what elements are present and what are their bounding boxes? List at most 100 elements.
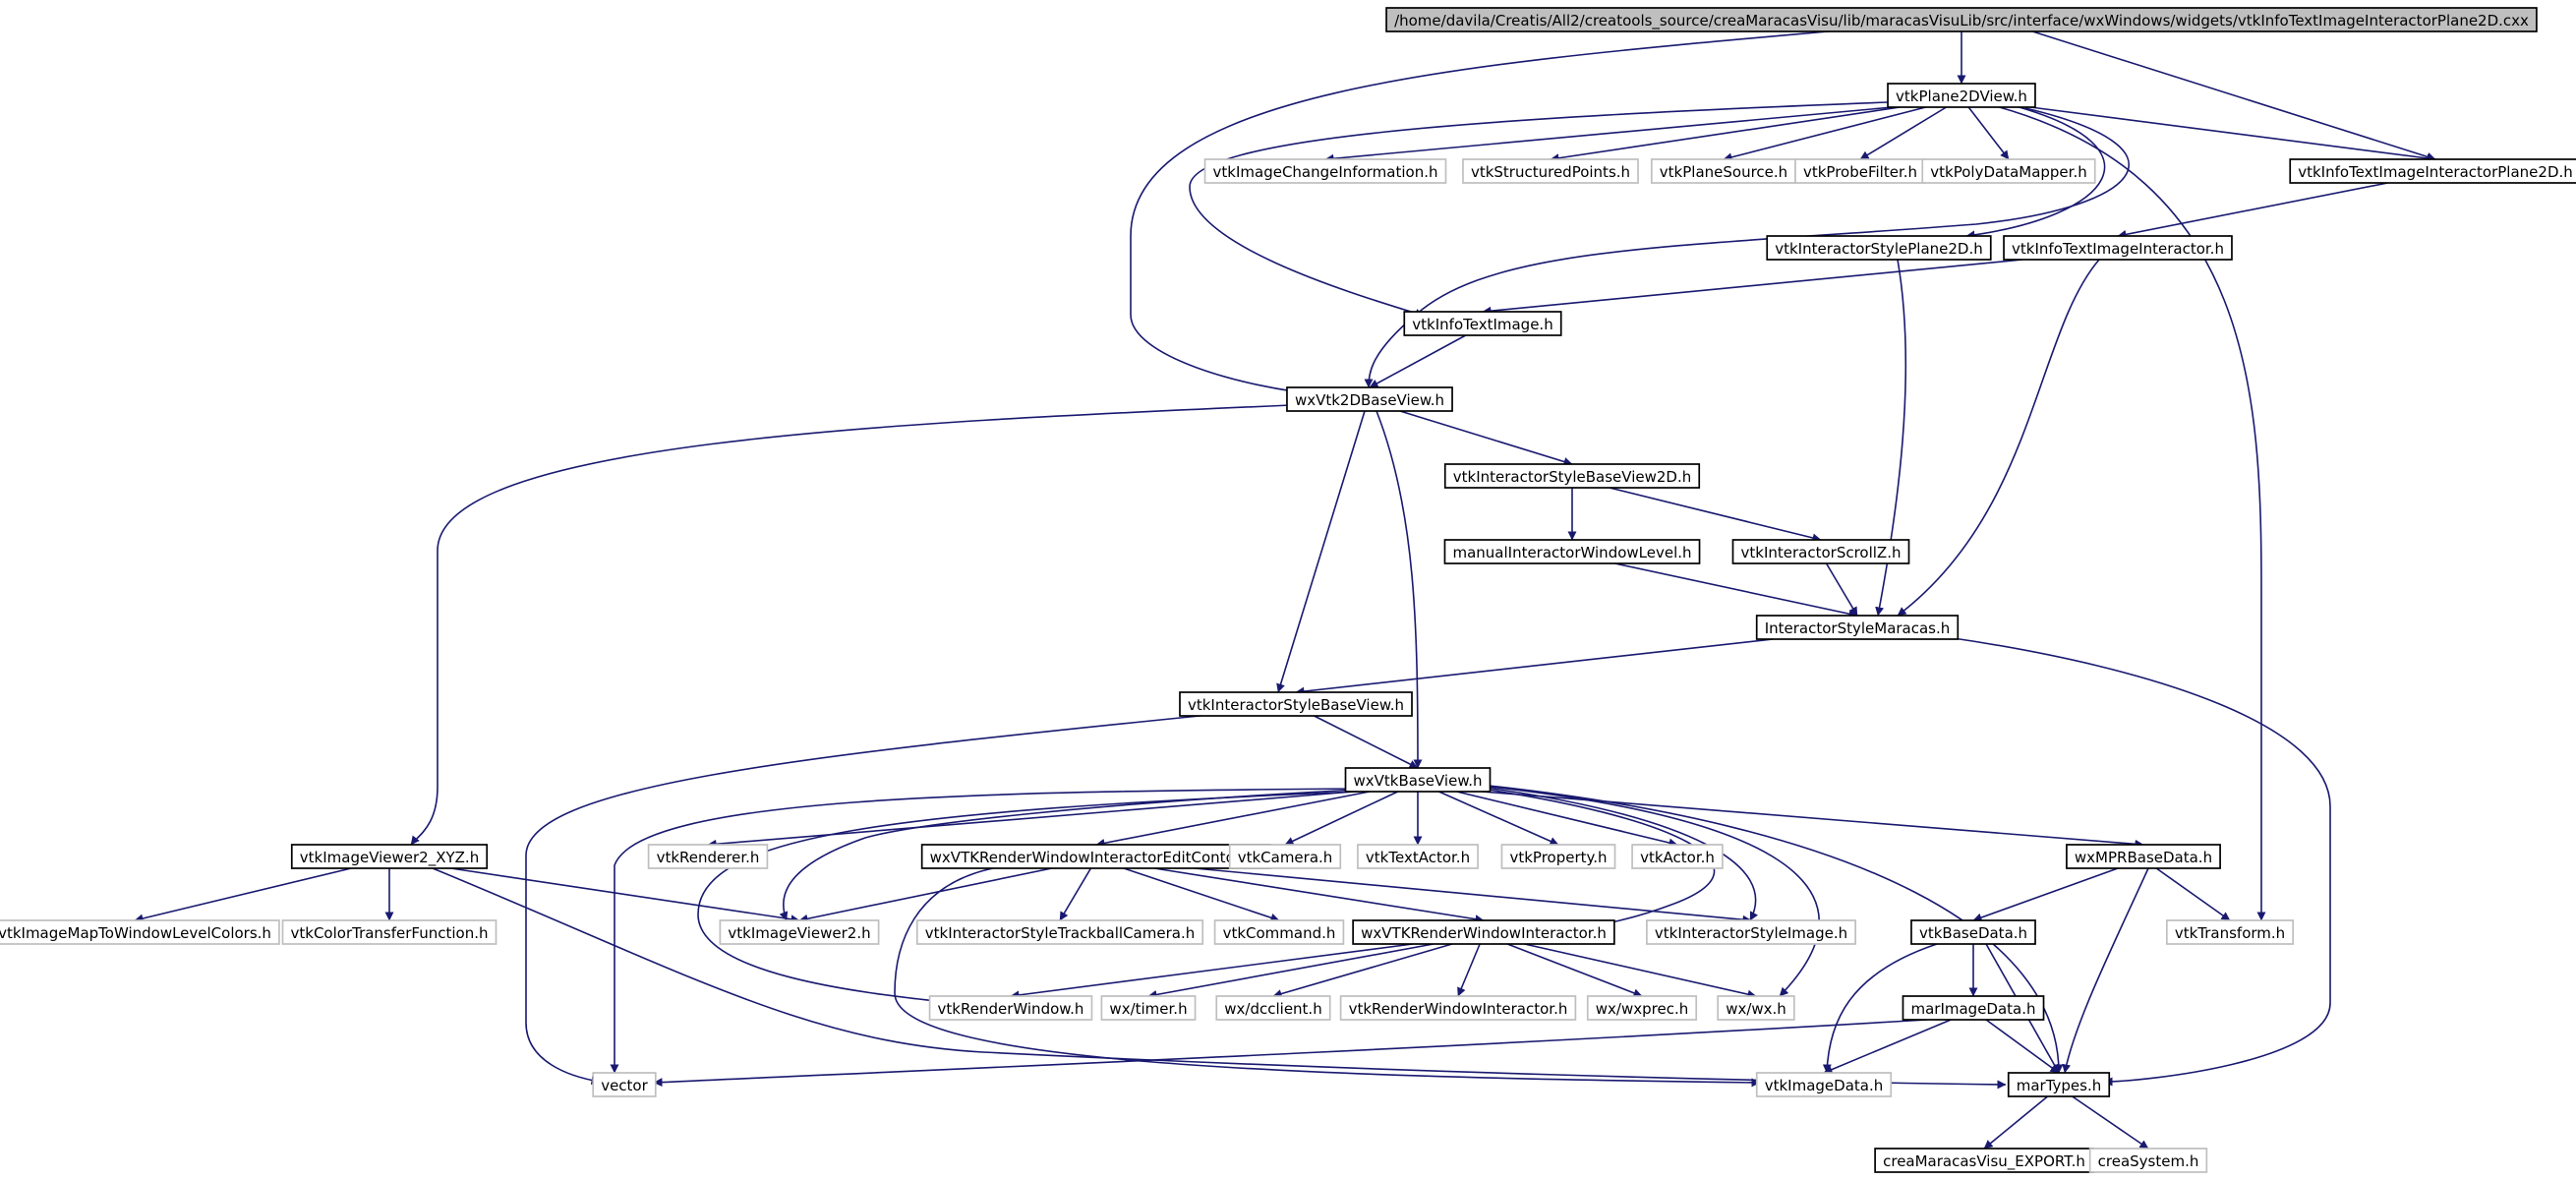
node-wxtimer: wx/timer.h	[1100, 995, 1197, 1021]
node-interactorstylemaracas[interactable]: InteractorStyleMaracas.h	[1755, 615, 1960, 640]
node-vtkcamera: vtkCamera.h	[1228, 844, 1342, 869]
edge-manualinteractorwindowlevel-to-interactorstylemaracas	[1614, 562, 1858, 619]
node-box	[1286, 386, 1453, 412]
node-vtkbasedata[interactable]: vtkBaseData.h	[1910, 919, 2036, 945]
node-label: manualInteractorWindowLevel.h	[1452, 544, 1691, 561]
edge-vtkplane2dview-to-vtkprobefilter	[1859, 106, 1947, 160]
node-wxwx: wx/wx.h	[1717, 995, 1795, 1021]
node-box	[2003, 235, 2233, 261]
node-vtkimageviewer2_xyz[interactable]: vtkImageViewer2_XYZ.h	[290, 844, 489, 869]
node-vtkrenderer: vtkRenderer.h	[647, 844, 769, 869]
node-root[interactable]: /home/davila/Creatis/All2/creatools_sour…	[1385, 7, 2538, 32]
edge-martypes-to-creamaracasvisu_export	[1983, 1095, 2049, 1150]
node-box	[1443, 539, 1701, 564]
node-box	[647, 844, 769, 869]
node-box	[1586, 995, 1698, 1021]
node-marimagedata[interactable]: marImageData.h	[1902, 995, 2045, 1021]
node-vtkstructuredpoints: vtkStructuredPoints.h	[1462, 158, 1639, 184]
node-label: vtkCamera.h	[1238, 849, 1333, 866]
node-label: wxVtk2DBaseView.h	[1295, 391, 1444, 409]
node-martypes[interactable]: marTypes.h	[2007, 1072, 2111, 1097]
node-label: vtkInteractorScrollZ.h	[1741, 544, 1902, 561]
edge-wxvtkrenderwindowinteractoreditcontour-to-vtkcommand	[1123, 867, 1280, 922]
edge-wxmprbasedata-to-vtktransform	[2155, 867, 2231, 921]
edge-wxvtkrenderwindowinteractor-to-wxtimer	[1147, 943, 1434, 999]
node-creamaracasvisu_export[interactable]: creaMaracasVisu_EXPORT.h	[1874, 1148, 2094, 1173]
node-box	[290, 844, 489, 869]
node-vtkpolydatamapper: vtkPolyDataMapper.h	[1921, 158, 2096, 184]
node-box	[1794, 158, 1926, 184]
node-box	[1228, 844, 1342, 869]
node-vtkinfotextimageinteractorplane2d[interactable]: vtkInfoTextImageInteractorPlane2D.h	[2289, 158, 2576, 184]
node-vtkimagemaptowindowlevelcolors: vtkImageMapToWindowLevelColors.h	[0, 919, 280, 945]
node-label: vtkInfoTextImageInteractorPlane2D.h	[2298, 163, 2573, 181]
edge-wxvtk2dbaseview-to-vtkinteractorstylebaseview2d	[1399, 410, 1573, 466]
edge-wxvtkbaseview-to-vtkrenderer	[707, 791, 1354, 849]
node-box	[915, 919, 1204, 945]
edge-wxvtkbaseview-to-vector	[610, 788, 1358, 1074]
node-label: marImageData.h	[1910, 1000, 2035, 1018]
node-wxvtk2dbaseview[interactable]: wxVtk2DBaseView.h	[1286, 386, 1453, 412]
edge-root-to-wxvtk2dbaseview	[1130, 30, 1840, 399]
edge-vtkinfotextimageinteractor-to-vtkinfotextimage	[1482, 259, 2023, 316]
edge-wxvtkrenderwindowinteractor-to-wxwxprec	[1506, 943, 1643, 998]
node-wxvtkrenderwindowinteractoreditcontour[interactable]: wxVTKRenderWindowInteractorEditContour.h	[920, 844, 1272, 869]
node-label: vtkInteractorStyleImage.h	[1655, 924, 1847, 942]
node-label: vtkProperty.h	[1509, 849, 1607, 866]
node-label: vtkInteractorStyleBaseView2D.h	[1453, 468, 1691, 486]
node-label: creaSystem.h	[2098, 1152, 2199, 1170]
edge-wxvtkrenderwindowinteractoreditcontour-to-vtkinteractorstyleimage	[1194, 867, 1752, 924]
edge-wxvtkbaseview-to-vtkrenderwindow	[697, 791, 1358, 1007]
node-vtkinteractorstylebaseview2d[interactable]: vtkInteractorStyleBaseView2D.h	[1443, 463, 1701, 489]
edge-vtkimageviewer2_xyz-to-vtkimageviewer2	[450, 867, 800, 924]
node-wxwxprec: wx/wxprec.h	[1586, 995, 1698, 1021]
node-label: vtkInfoTextImage.h	[1412, 316, 1552, 333]
node-vector: vector	[592, 1072, 657, 1097]
node-vtkinfotextimageinteractor[interactable]: vtkInfoTextImageInteractor.h	[2003, 235, 2233, 261]
node-manualinteractorwindowlevel[interactable]: manualInteractorWindowLevel.h	[1443, 539, 1701, 564]
edge-martypes-to-creasystem	[2072, 1095, 2149, 1150]
edge-vtkplane2dview-to-vtktransform	[1995, 105, 2266, 921]
node-label: vtkImageViewer2_XYZ.h	[300, 849, 479, 867]
node-box	[1887, 83, 2036, 108]
edge-wxvtkrenderwindowinteractor-to-vtkrenderwindowinteractor	[1457, 943, 1481, 997]
node-vtkimagedata: vtkImageData.h	[1755, 1072, 1893, 1097]
edge-vtkplane2dview-to-vtkplanesource	[1723, 106, 1926, 162]
node-vtkinfotextimage[interactable]: vtkInfoTextImage.h	[1403, 311, 1562, 336]
node-box	[1339, 995, 1577, 1021]
node-vtkinteractorstylebaseview[interactable]: vtkInteractorStyleBaseView.h	[1179, 691, 1413, 717]
node-box	[1344, 767, 1492, 793]
edge-vtkplane2dview-to-vtkinteractorstyleplane2d	[1965, 105, 2106, 240]
node-wxmprbasedata[interactable]: wxMPRBaseData.h	[2066, 844, 2221, 869]
node-label: wx/timer.h	[1109, 1000, 1187, 1018]
node-label: wx/dcclient.h	[1224, 1000, 1321, 1018]
node-box	[1213, 919, 1345, 945]
node-box	[2007, 1072, 2111, 1097]
node-label: /home/davila/Creatis/All2/creatools_sour…	[1394, 12, 2529, 30]
node-vtkactor: vtkActor.h	[1631, 844, 1724, 869]
node-vtkinteractorstyleplane2d[interactable]: vtkInteractorStylePlane2D.h	[1766, 235, 1992, 261]
node-label: vtkInteractorStyleBaseView.h	[1188, 696, 1404, 714]
edge-interactorstylemaracas-to-vtkinteractorstylebaseview	[1295, 638, 1774, 696]
node-box	[1100, 995, 1197, 1021]
node-box	[1717, 995, 1795, 1021]
node-label: InteractorStyleMaracas.h	[1765, 620, 1951, 637]
edge-vtkplane2dview-to-vtkstructuredpoints	[1550, 106, 1901, 163]
node-vtkinteractorscrollz[interactable]: vtkInteractorScrollZ.h	[1731, 539, 1910, 564]
edge-vtkinteractorstylebaseview2d-to-vtkinteractorscrollz	[1609, 487, 1822, 543]
edge-vtkinfotextimageinteractorplane2d-to-vtkinfotextimageinteractor	[2117, 182, 2388, 239]
node-label: vtkBaseData.h	[1919, 924, 2027, 942]
node-label: wx/wx.h	[1726, 1000, 1786, 1018]
edge-wxvtkbaseview-to-wxvtkrenderwindowinteractor	[1474, 787, 1716, 931]
edge-vtkplane2dview-to-vtkinfotextimage	[1189, 101, 1889, 318]
edge-wxvtkrenderwindowinteractoreditcontour-to-vtkinteractorstyletrackballcamera	[1059, 867, 1092, 921]
node-vtkplane2dview[interactable]: vtkPlane2DView.h	[1887, 83, 2036, 108]
node-box	[1766, 235, 1992, 261]
node-wxvtkrenderwindowinteractor[interactable]: wxVTKRenderWindowInteractor.h	[1352, 919, 1615, 945]
edge-vtkplane2dview-to-vtkpolydatamapper	[1967, 106, 2010, 160]
edge-interactorstylemaracas-to-martypes	[1946, 636, 2331, 1087]
node-label: vtkPlaneSource.h	[1660, 163, 1787, 181]
node-wxvtkbaseview[interactable]: wxVtkBaseView.h	[1344, 767, 1492, 793]
node-label: vtkInteractorStylePlane2D.h	[1775, 240, 1983, 258]
